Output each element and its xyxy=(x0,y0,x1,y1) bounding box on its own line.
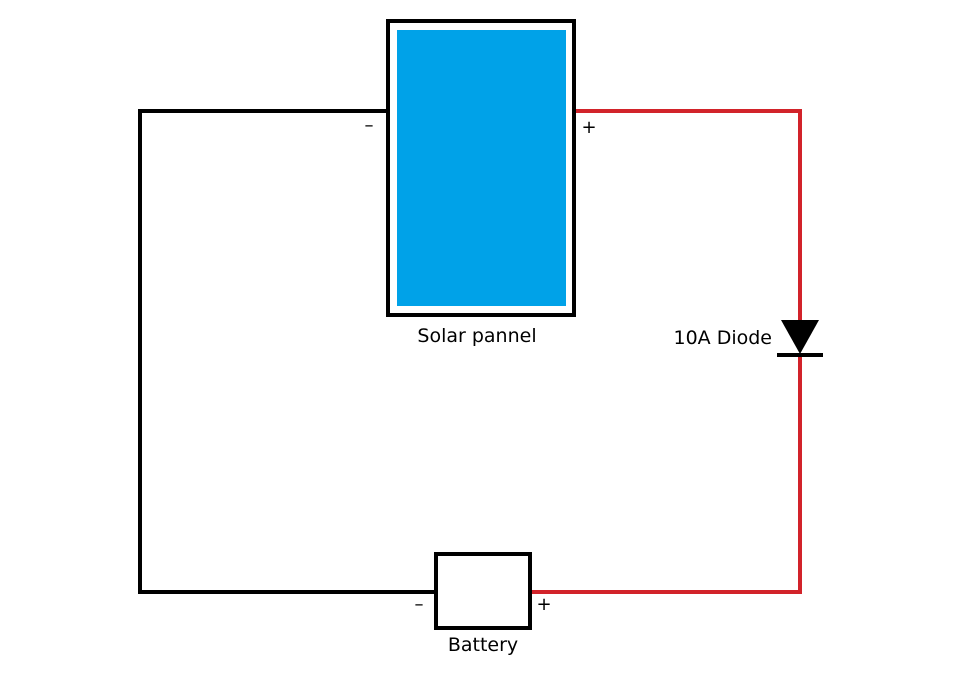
diode-symbol xyxy=(777,320,823,357)
battery-label: Battery xyxy=(448,634,518,656)
positive-wire-panel-to-diode xyxy=(574,109,802,320)
battery-negative-sign: – xyxy=(415,594,424,615)
solar-panel-positive-sign: + xyxy=(581,117,596,138)
battery-positive-sign: + xyxy=(536,594,551,615)
solar-panel xyxy=(386,19,576,317)
solar-panel-label: Solar pannel xyxy=(417,325,536,347)
solar-panel-negative-sign: – xyxy=(365,115,374,136)
diode-triangle xyxy=(781,320,819,354)
diode-bar xyxy=(777,353,823,357)
battery-box xyxy=(434,552,532,630)
diode-label: 10A Diode xyxy=(674,327,773,349)
negative-wire xyxy=(138,109,436,594)
solar-panel-cell-area xyxy=(397,30,566,306)
positive-wire-diode-to-battery xyxy=(530,356,802,594)
